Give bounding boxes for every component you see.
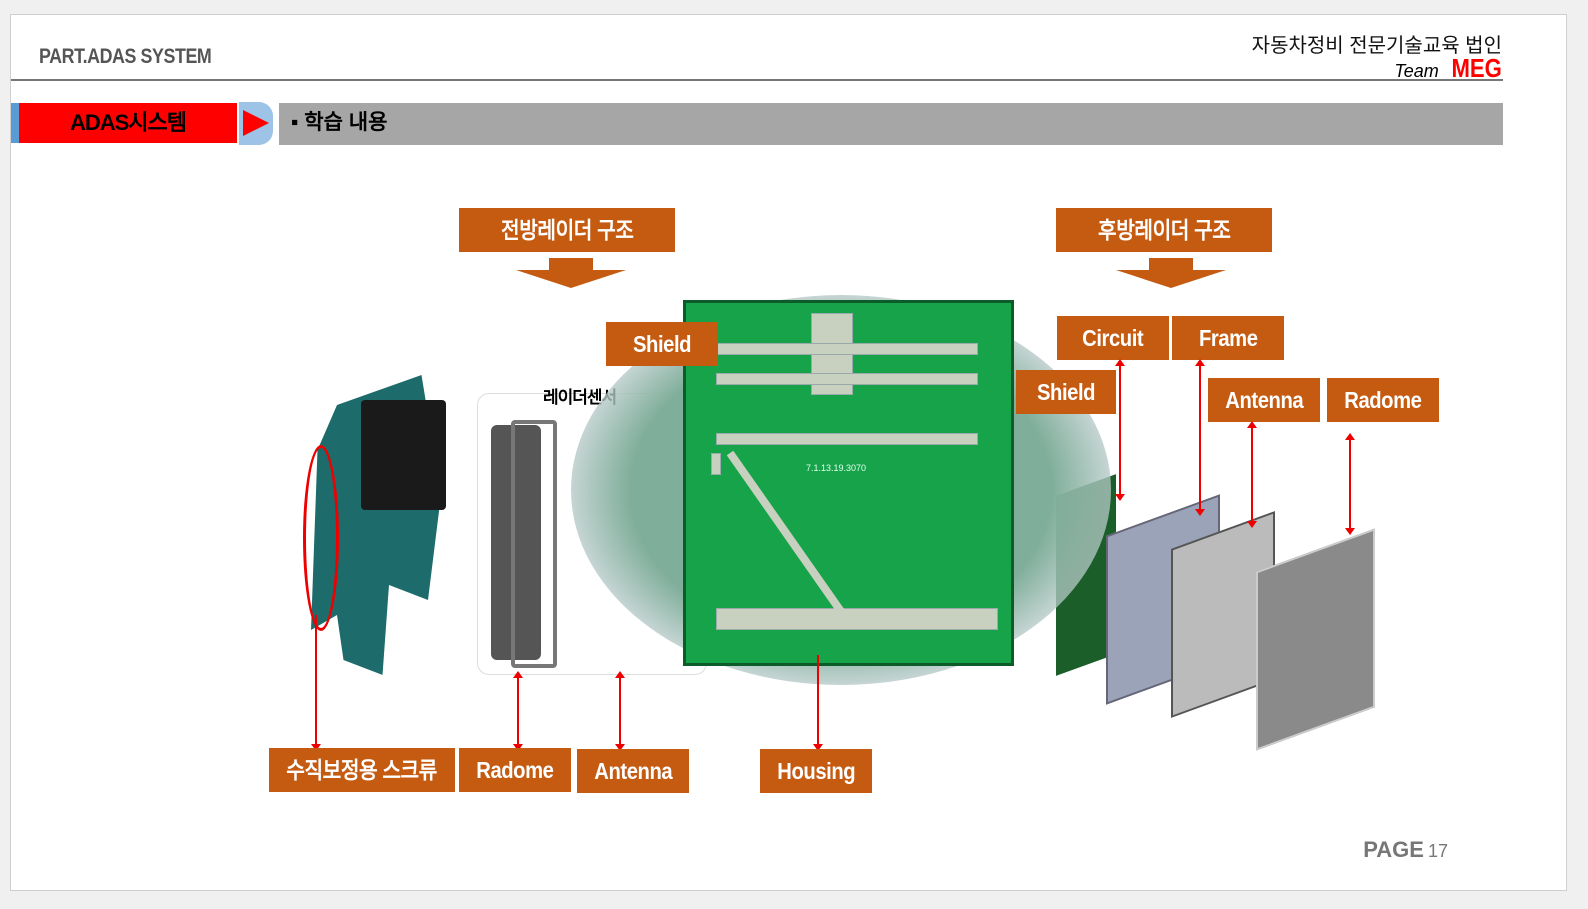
play-arrow-icon bbox=[239, 102, 273, 145]
section-subtitle: ▪ 학습 내용 bbox=[279, 103, 1503, 145]
pointer-arrow bbox=[1196, 359, 1204, 516]
pcb-marking: 7.1.13.19.3070 bbox=[806, 463, 867, 473]
part-title: PART.ADAS SYSTEM bbox=[39, 45, 212, 68]
sensor-body-image bbox=[361, 400, 446, 510]
corp-name: 자동차정비 전문기술교육 법인 bbox=[1251, 35, 1502, 57]
label-frame: Frame bbox=[1172, 316, 1284, 360]
down-arrow-icon bbox=[516, 258, 626, 288]
section-title: ADAS시스템 bbox=[11, 103, 237, 143]
rear-radar-title: 후방레이더 구조 bbox=[1056, 208, 1272, 252]
page-label: PAGE bbox=[1363, 837, 1424, 862]
label-circuit: Circuit bbox=[1057, 316, 1169, 360]
label-radome-rear: Radome bbox=[1327, 378, 1439, 422]
pointer-arrow bbox=[814, 655, 822, 751]
front-radar-title: 전방레이더 구조 bbox=[459, 208, 675, 252]
pointer-arrow bbox=[312, 615, 320, 751]
label-radome-front: Radome bbox=[459, 748, 571, 792]
pcb-photo: 7.1.13.19.3070 bbox=[683, 300, 1014, 666]
label-housing: Housing bbox=[760, 749, 872, 793]
page-value: 17 bbox=[1427, 841, 1448, 861]
team-logo: Team MEG bbox=[1394, 53, 1506, 84]
pointer-arrow bbox=[514, 671, 522, 751]
frame-part-image bbox=[511, 420, 557, 668]
pointer-arrow bbox=[1248, 421, 1256, 528]
slide: PART.ADAS SYSTEM 자동차정비 전문기술교육 법인 Team MEG… bbox=[10, 14, 1567, 891]
team-name: MEG bbox=[1451, 53, 1502, 83]
label-shield-rear: Shield bbox=[1016, 370, 1116, 414]
down-arrow-icon bbox=[1116, 258, 1226, 288]
label-antenna-rear: Antenna bbox=[1208, 378, 1320, 422]
pointer-arrow bbox=[1346, 433, 1354, 535]
pointer-arrow bbox=[1116, 359, 1124, 501]
label-antenna-front: Antenna bbox=[577, 749, 689, 793]
label-shield-front: Shield bbox=[606, 322, 718, 366]
radome-part-image bbox=[491, 425, 541, 660]
pointer-arrow bbox=[616, 671, 624, 751]
screw-highlight-circle bbox=[303, 445, 339, 631]
label-screw: 수직보정용 스크류 bbox=[269, 748, 455, 792]
header-divider bbox=[11, 79, 1503, 81]
team-prefix: Team bbox=[1394, 61, 1439, 81]
